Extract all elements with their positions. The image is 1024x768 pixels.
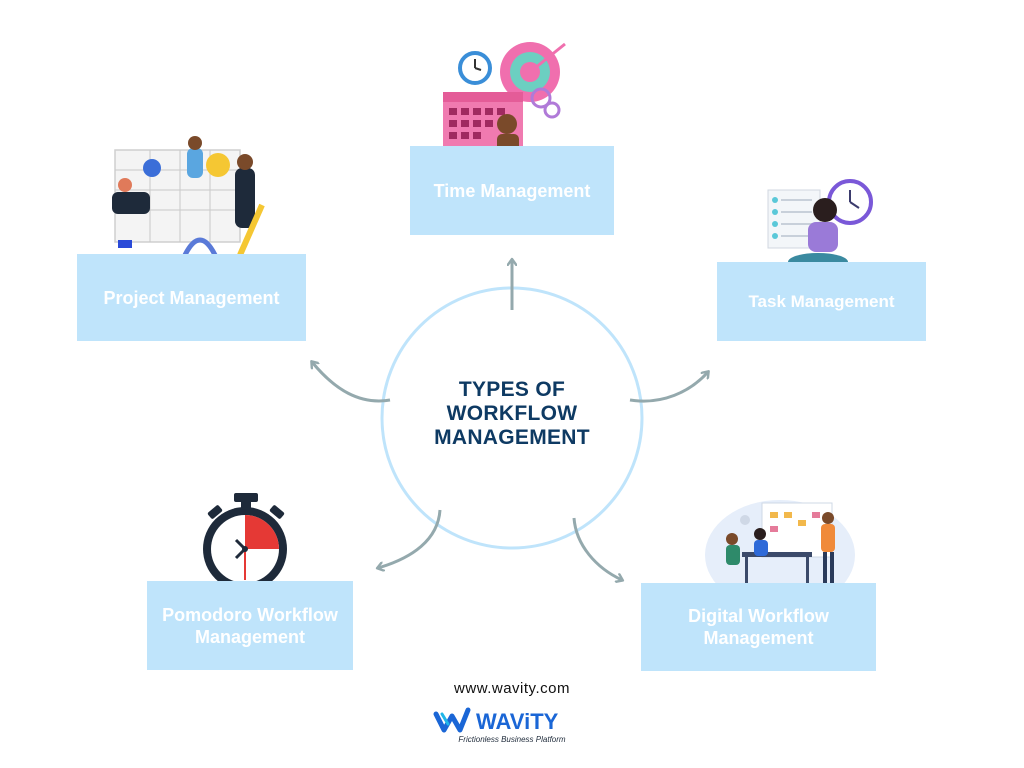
wavity-mark-icon	[436, 710, 468, 730]
stopwatch-illustration	[203, 493, 287, 591]
time-management-label: Time Management	[434, 180, 591, 202]
pomodoro-label-line1: Pomodoro Workflow	[162, 604, 338, 626]
task-management-box: Task Management	[717, 262, 926, 341]
center-title-line1: TYPES OF	[410, 378, 614, 402]
digital-label-line2: Management	[688, 627, 829, 649]
center-title-line2: WORKFLOW	[410, 402, 614, 426]
website-link[interactable]: www.wavity.com	[412, 680, 612, 697]
center-title: TYPES OF WORKFLOW MANAGEMENT	[410, 378, 614, 450]
project-illustration	[112, 136, 262, 270]
project-management-box: Project Management	[77, 254, 306, 341]
wavity-tagline: Frictionless Business Platform	[458, 735, 565, 744]
wavity-logo: WAViTY Frictionless Business Platform	[432, 704, 592, 750]
digital-workflow-box: Digital Workflow Management	[641, 583, 876, 671]
task-illustration	[768, 181, 871, 271]
wavity-brand-text: WAViTY	[476, 709, 559, 734]
center-title-line3: MANAGEMENT	[410, 426, 614, 450]
project-management-label: Project Management	[103, 287, 279, 309]
pomodoro-box: Pomodoro Workflow Management	[147, 581, 353, 670]
digital-label-line1: Digital Workflow	[688, 605, 829, 627]
task-management-label: Task Management	[748, 291, 894, 313]
pomodoro-label-line2: Management	[162, 626, 338, 648]
time-management-box: Time Management	[410, 146, 614, 235]
